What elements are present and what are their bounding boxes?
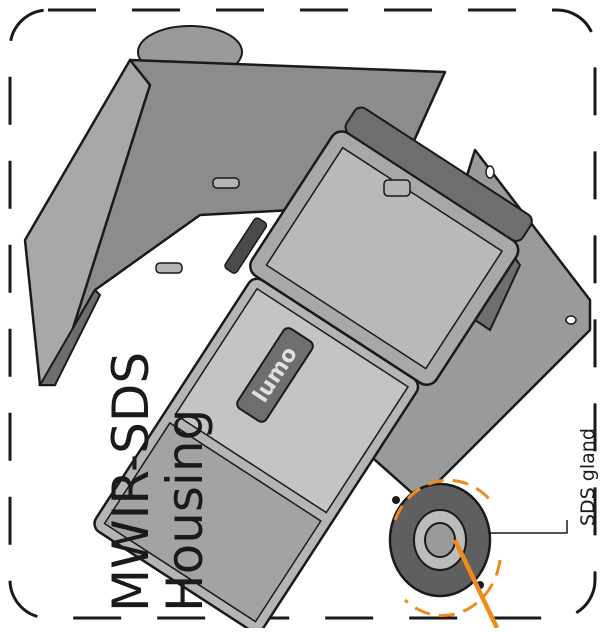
studs bbox=[155, 177, 411, 274]
title-line-2: Housing bbox=[156, 408, 214, 612]
title-line-1: MWIR-SDS bbox=[102, 351, 160, 612]
gland-highlight bbox=[393, 478, 502, 629]
callout-leader bbox=[488, 520, 568, 534]
dashed-frame bbox=[8, 8, 597, 620]
camera-body: lumo bbox=[93, 106, 533, 632]
sds-cable bbox=[452, 539, 500, 629]
sds-gland-label: SDS gland bbox=[577, 428, 599, 526]
sds-gland bbox=[388, 482, 492, 598]
